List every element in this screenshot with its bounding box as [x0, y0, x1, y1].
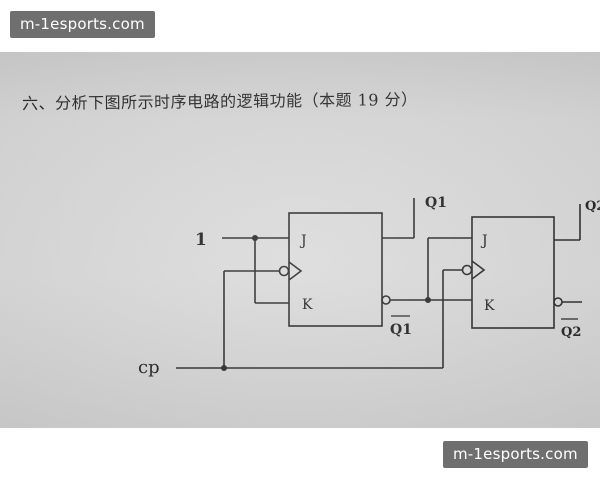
flipflop-1-j-label: J [299, 233, 307, 249]
junction-dot [252, 235, 258, 241]
watermark-top: m-1esports.com [10, 11, 155, 38]
flipflop-2-box [471, 216, 555, 329]
qbar2-bubble [553, 297, 563, 307]
flipflop-2-k-label: K [484, 298, 495, 314]
input-label: 1 [195, 230, 207, 250]
flipflop-2-j-label: J [480, 233, 488, 249]
clock-triangle-2 [471, 260, 486, 280]
junction-dot [221, 365, 227, 371]
clock-bubble-2 [461, 264, 473, 276]
circuit-photo: 六、分析下图所示时序电路的逻辑功能（本题 19 分） [0, 52, 600, 428]
flipflop-1-q-label: Q1 [425, 195, 447, 211]
watermark-bottom: m-1esports.com [443, 441, 588, 468]
junction-dot [425, 297, 431, 303]
qbar1-bubble [381, 295, 391, 305]
flipflop-2-q-label: Q2 [585, 199, 600, 214]
clock-triangle-1 [288, 261, 303, 281]
flipflop-1-k-label: K [302, 297, 313, 313]
clock-label: cp [138, 357, 160, 378]
clock-bubble-1 [278, 265, 290, 277]
flipflop-2-qbar-label: Q2 [561, 325, 581, 340]
circuit-diagram: 1 cp J K Q1 Q1 J K Q2 Q2 [138, 195, 600, 378]
flipflop-1-qbar-label: Q1 [390, 322, 412, 338]
